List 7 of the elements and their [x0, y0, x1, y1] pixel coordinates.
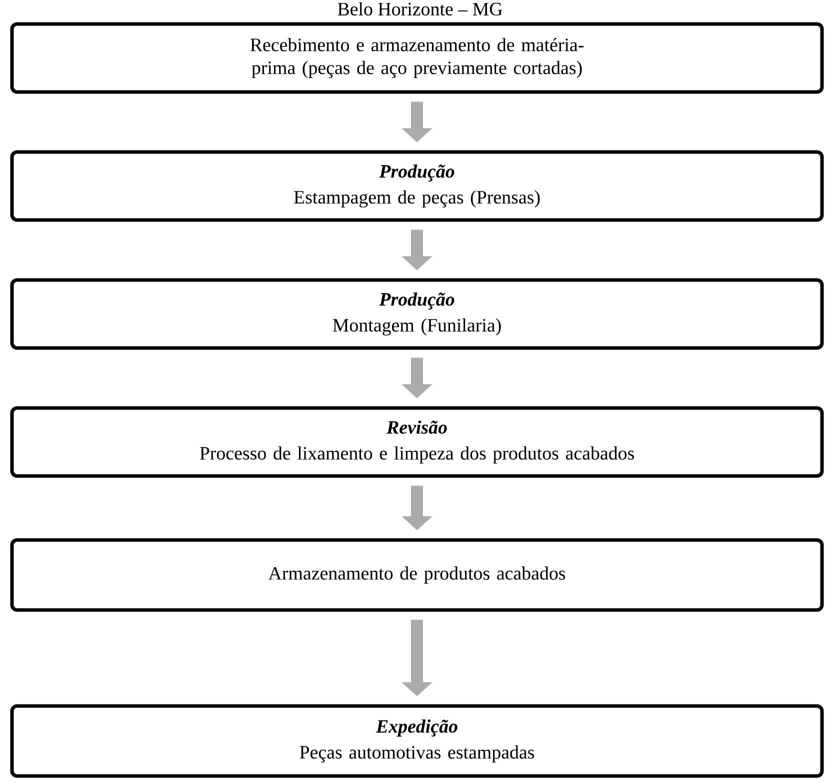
title: Belo Horizonte – MG: [338, 2, 502, 16]
process-box: Expedição Peças automotivas estampadas: [10, 704, 824, 778]
process-box: Revisão Processo de lixamento e limpeza dos produtos acabados: [10, 406, 824, 478]
process-box: Produção Montagem (Funilaria): [10, 278, 824, 350]
process-box: Produção Estampagem de peças (Prensas): [10, 150, 824, 222]
process-box: Recebimento e armazenamento de matéria-prima (peças de aço previamente cortadas): [10, 22, 824, 94]
process-box: Armazenamento de produtos acabados: [10, 538, 824, 612]
